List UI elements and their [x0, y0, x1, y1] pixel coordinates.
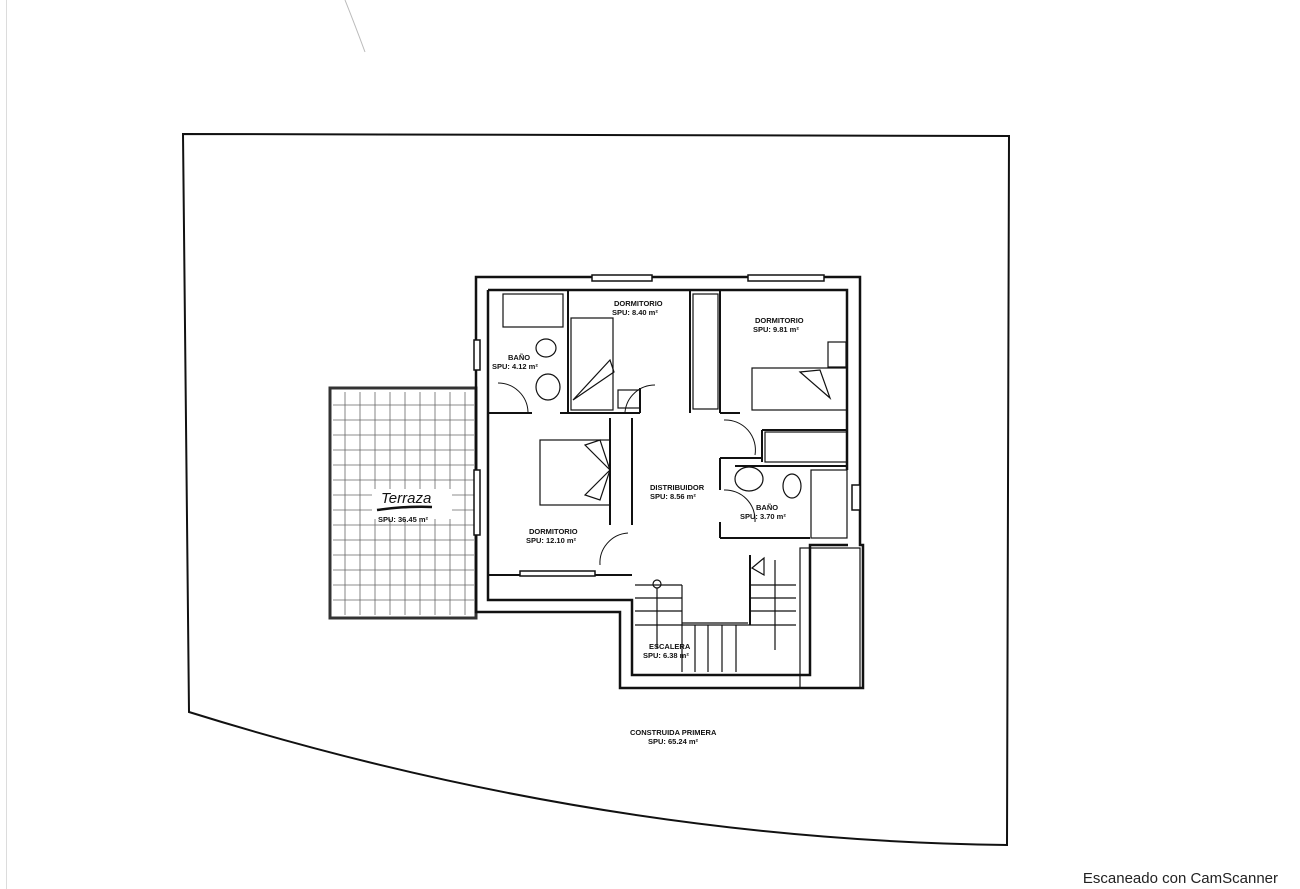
room-labels: BAÑO SPU: 4.12 m² DORMITORIO SPU: 8.40 m… — [376, 299, 804, 746]
room-area-distribuidor: SPU: 8.56 m² — [650, 492, 696, 501]
room-area-bano-1: SPU: 4.12 m² — [492, 362, 538, 371]
room-area-escalera: SPU: 6.38 m² — [643, 651, 689, 660]
room-area-bano-2: SPU: 3.70 m² — [740, 512, 786, 521]
windows — [473, 274, 861, 577]
room-area-terraza: SPU: 36.45 m² — [378, 515, 429, 524]
plot-boundary — [181, 132, 1011, 847]
room-name-dormitorio-3: DORMITORIO — [529, 527, 578, 536]
stairs — [635, 547, 861, 689]
room-name-dormitorio-1: DORMITORIO — [614, 299, 663, 308]
terraza-underline — [376, 505, 433, 512]
terraza-area — [328, 386, 478, 620]
summary-area: SPU: 65.24 m² — [648, 737, 699, 746]
room-name-bano-2: BAÑO — [756, 503, 778, 512]
room-area-dormitorio-3: SPU: 12.10 m² — [526, 536, 577, 545]
page-edge — [6, 0, 7, 889]
room-area-dormitorio-2: SPU: 9.81 m² — [753, 325, 799, 334]
room-name-terraza: Terraza — [381, 490, 431, 507]
summary-title: CONSTRUIDA PRIMERA — [630, 728, 717, 737]
room-name-escalera: ESCALERA — [649, 642, 691, 651]
furniture — [502, 293, 848, 539]
room-name-distribuidor: DISTRIBUIDOR — [650, 483, 705, 492]
room-name-bano-1: BAÑO — [508, 353, 530, 362]
doors — [497, 382, 756, 566]
room-area-dormitorio-1: SPU: 8.40 m² — [612, 308, 658, 317]
camscanner-watermark: Escaneado con CamScanner — [1082, 870, 1278, 887]
room-name-dormitorio-2: DORMITORIO — [755, 316, 804, 325]
